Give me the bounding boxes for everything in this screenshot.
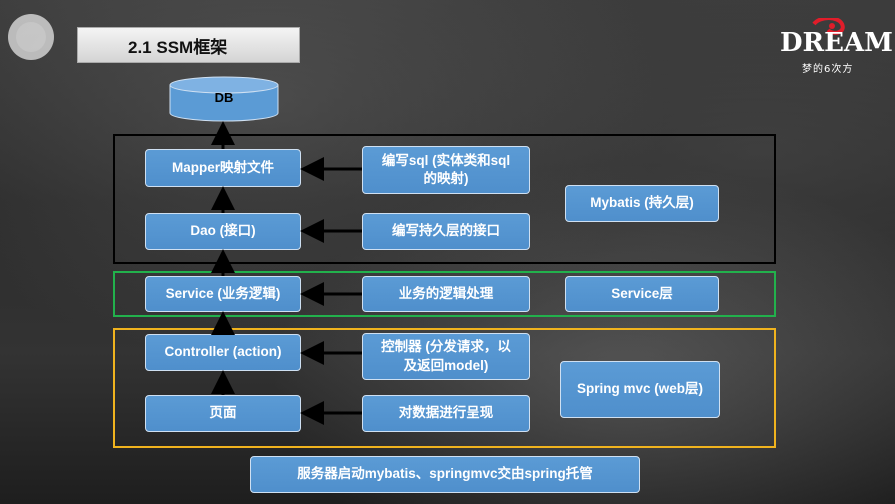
controller-desc-label: 控制器 (分发请求，以及返回model) xyxy=(381,339,511,373)
service-logic-label: 业务的逻辑处理 xyxy=(398,285,494,301)
decorative-circle-small xyxy=(16,22,46,52)
mybatis-label: Mybatis (持久层) xyxy=(590,195,694,211)
service-logic-box: 业务的逻辑处理 xyxy=(362,276,530,312)
footer-label: 服务器启动mybatis、springmvc交由spring托管 xyxy=(297,466,593,482)
service-region xyxy=(113,271,776,317)
slide-title: 2.1 SSM框架 xyxy=(77,27,300,63)
service-layer-label: Service层 xyxy=(611,285,673,301)
controller-box: Controller (action) xyxy=(145,334,301,371)
controller-desc-box: 控制器 (分发请求，以及返回model) xyxy=(362,333,530,380)
write-dao-box: 编写持久层的接口 xyxy=(362,213,530,250)
page-box: 页面 xyxy=(145,395,301,432)
service-label: Service (业务逻辑) xyxy=(165,285,281,301)
web-region xyxy=(113,328,776,448)
service-box: Service (业务逻辑) xyxy=(145,276,301,312)
page-label: 页面 xyxy=(209,405,237,421)
dao-label: Dao (接口) xyxy=(190,223,256,239)
logo-subtitle: 梦的6次方 xyxy=(802,64,854,75)
write-sql-label: 编写sql (实体类和sql的映射) xyxy=(381,152,511,186)
service-layer-box: Service层 xyxy=(565,276,719,312)
mapper-label: Mapper映射文件 xyxy=(171,159,274,175)
page-desc-label: 对数据进行呈现 xyxy=(398,405,494,421)
write-sql-box: 编写sql (实体类和sql的映射) xyxy=(362,146,530,194)
page-desc-box: 对数据进行呈现 xyxy=(362,395,530,432)
mybatis-region xyxy=(113,134,776,264)
database-cylinder: DB xyxy=(169,76,279,122)
logo-swirl-icon xyxy=(812,18,845,35)
write-dao-label: 编写持久层的接口 xyxy=(392,223,500,239)
logo-word: DREAM xyxy=(780,28,893,58)
dream-logo: DREAM 梦的6次方 xyxy=(776,18,893,75)
springmvc-box: Spring mvc (web层) xyxy=(560,361,720,418)
dao-box: Dao (接口) xyxy=(145,213,301,250)
springmvc-label: Spring mvc (web层) xyxy=(576,381,703,397)
database-icon xyxy=(169,76,279,122)
mapper-box: Mapper映射文件 xyxy=(145,149,301,187)
controller-label: Controller (action) xyxy=(164,344,282,360)
footer-box: 服务器启动mybatis、springmvc交由spring托管 xyxy=(250,456,640,493)
db-label: DB xyxy=(214,90,234,105)
mybatis-box: Mybatis (持久层) xyxy=(565,185,719,222)
